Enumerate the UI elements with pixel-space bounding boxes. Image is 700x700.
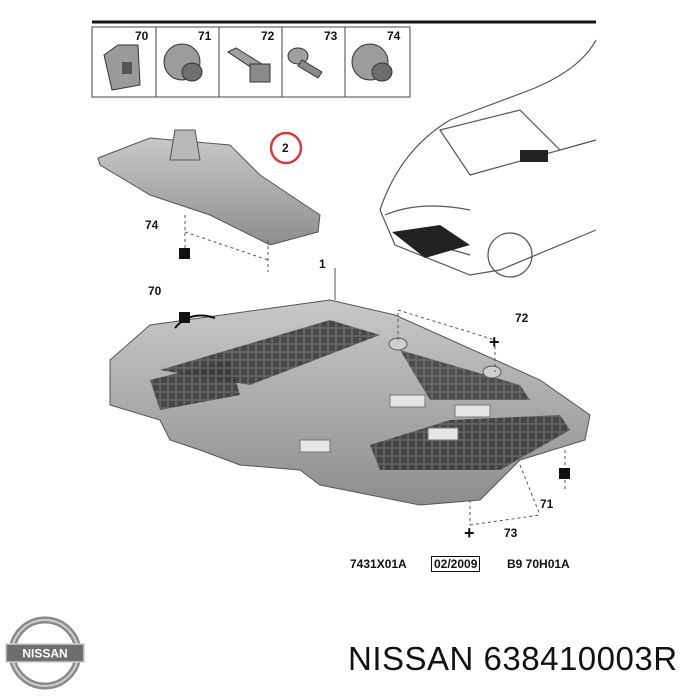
- callout-72: 72: [515, 311, 529, 325]
- clip-70-icon: [103, 44, 141, 91]
- strip-label-73: 73: [324, 29, 338, 43]
- svg-text:+: +: [464, 523, 475, 543]
- callout-70: 70: [148, 284, 162, 298]
- logo-text: NISSAN: [22, 647, 67, 661]
- nut-71-icon: [163, 43, 203, 82]
- fastener-strip: [91, 20, 596, 98]
- reference-date: 02/2009: [431, 556, 481, 572]
- strip-label-71: 71: [198, 29, 212, 43]
- callout-71: 71: [540, 497, 554, 511]
- upper-shield-part: [97, 129, 321, 272]
- callout-1: 1: [319, 257, 326, 271]
- strip-label-70: 70: [135, 29, 149, 43]
- screw-73-icon: [287, 47, 323, 79]
- part-caption: NISSAN 638410003R: [348, 640, 678, 677]
- highlight-circle: [269, 131, 303, 165]
- strip-label-72: 72: [261, 29, 275, 43]
- bolt-72-icon: [227, 47, 271, 83]
- svg-text:+: +: [489, 332, 500, 352]
- main-underbody-shield-part: + +: [109, 268, 591, 543]
- callout-73: 73: [504, 526, 518, 540]
- nut-74-icon: [351, 43, 393, 82]
- reference-code: 7431X01A: [350, 557, 407, 571]
- car-outline-illustration: [379, 39, 597, 278]
- reference-plate: B9 70H01A: [507, 557, 570, 571]
- strip-label-74: 74: [387, 29, 401, 43]
- callout-74: 74: [145, 218, 159, 232]
- callout-2: 2: [282, 141, 289, 155]
- nissan-logo-icon: NISSAN: [5, 616, 85, 690]
